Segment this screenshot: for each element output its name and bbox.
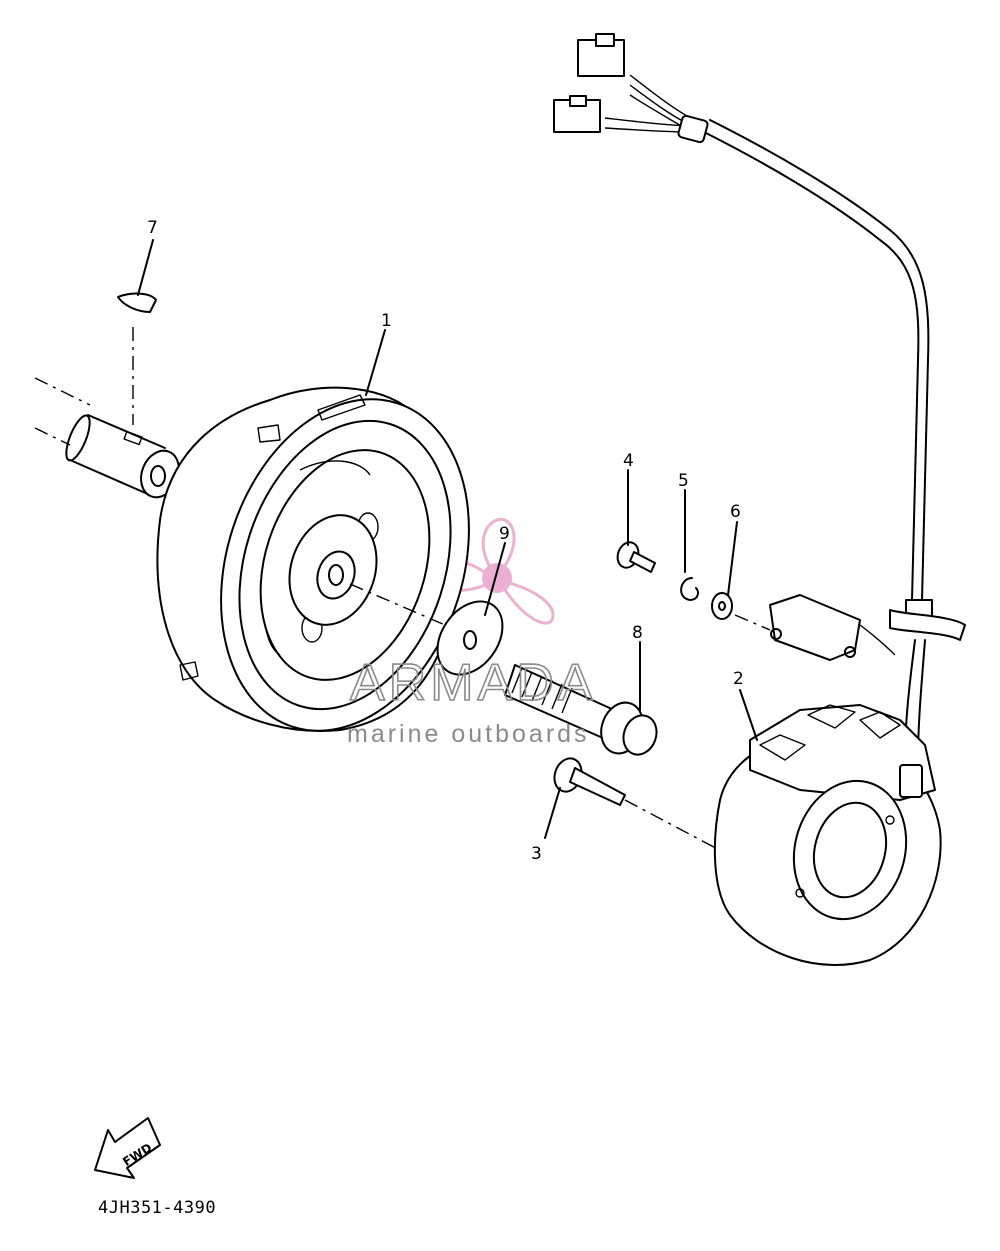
grommet-clamp — [769, 594, 861, 661]
wire-harness — [553, 33, 966, 761]
part-number-3: 3 — [531, 844, 542, 864]
crankshaft — [34, 377, 180, 499]
propeller-logo-icon — [432, 517, 555, 625]
part-number-4: 4 — [623, 451, 634, 471]
watermark-brand: ARMADA — [350, 654, 596, 712]
small-bolt — [616, 541, 656, 573]
part-number-5: 5 — [678, 471, 689, 491]
clip — [680, 577, 699, 601]
washer-large — [436, 600, 504, 676]
washer-small — [711, 592, 771, 631]
part-number-8: 8 — [632, 623, 643, 643]
part-number-2: 2 — [733, 669, 744, 689]
watermark-tagline: marine outboards — [347, 720, 590, 748]
part-number-1: 1 — [381, 311, 392, 331]
leader-lines — [137, 239, 758, 839]
flywheel-rotor — [156, 386, 470, 732]
connector-b — [553, 99, 601, 133]
woodruff-key — [117, 292, 157, 425]
part-number-9: 9 — [499, 524, 510, 544]
rotor-bolt — [504, 664, 658, 756]
part-number-7: 7 — [147, 218, 158, 238]
stator-assembly — [713, 704, 942, 966]
part-number-6: 6 — [730, 502, 741, 522]
part-number-labels: 1 2 3 4 5 6 7 8 9 — [147, 218, 744, 864]
stator-screw — [553, 757, 796, 891]
diagram-code: 4JH351-4390 — [98, 1198, 216, 1218]
fwd-arrow-icon: FWD — [94, 1117, 161, 1179]
